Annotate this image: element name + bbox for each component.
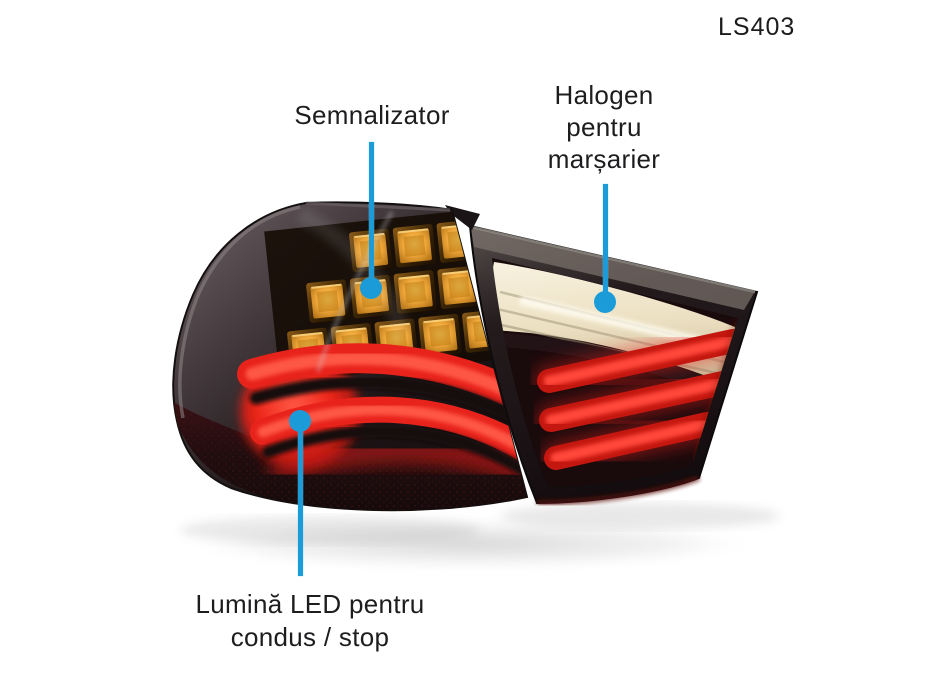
leader-line-reverse-halogen [603, 184, 608, 302]
reflection-shadow [170, 503, 780, 570]
label-led-stop: Lumină LED pentru condus / stop [195, 589, 425, 652]
leader-line-led-stop [298, 421, 303, 576]
right-red-led-bars [534, 326, 738, 473]
product-code: LS403 [718, 13, 796, 41]
leader-dot-led-stop [289, 410, 311, 432]
label-turn-signal: Semnalizator [294, 100, 450, 130]
leader-dot-reverse-halogen [594, 291, 616, 313]
leader-dot-turn-signal [360, 277, 382, 299]
right-taillight [468, 224, 759, 506]
leader-line-turn-signal [369, 142, 374, 288]
label-reverse-halogen: Halogen pentru marșarier [547, 80, 661, 174]
